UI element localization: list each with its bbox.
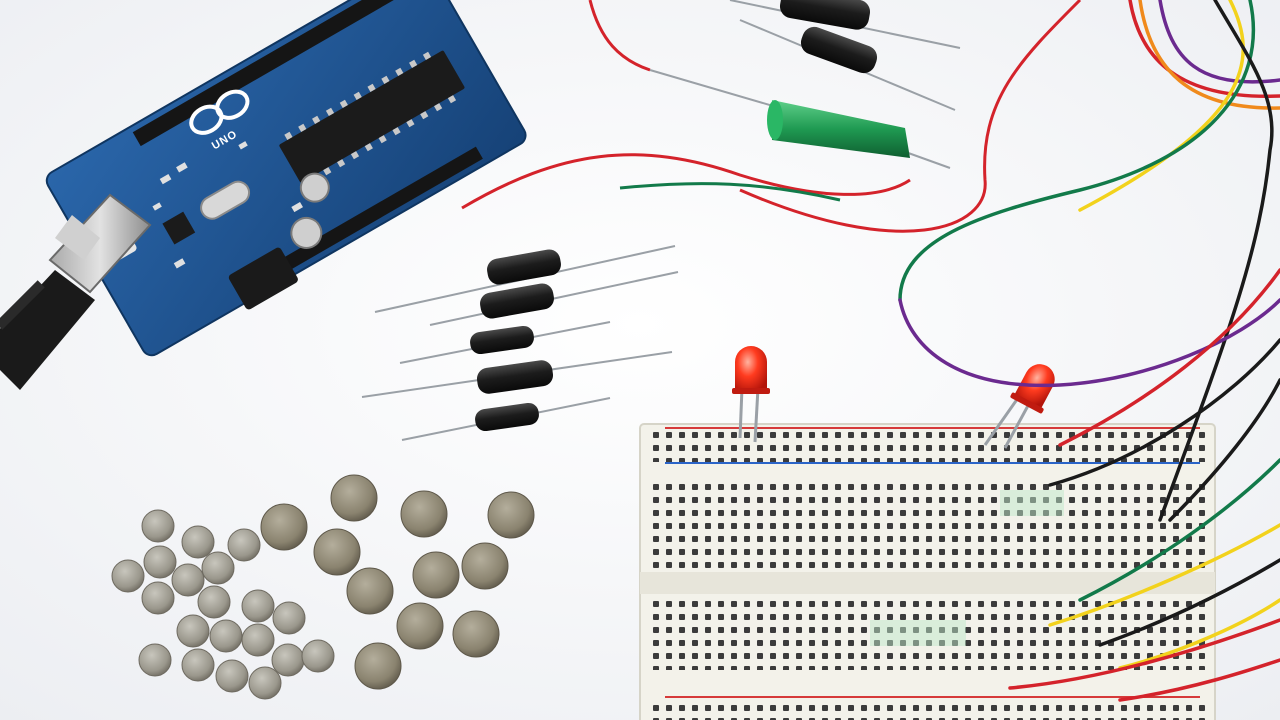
- breadboard: [639, 423, 1216, 720]
- green-capacitor: [588, 0, 951, 169]
- jumper-wire-red-mid: [461, 153, 911, 210]
- rail-bottom: [650, 700, 1205, 720]
- top-resistor-1: [729, 0, 961, 49]
- wire-bundle-right: [898, 0, 1280, 702]
- usb-cable: [0, 193, 152, 390]
- power-jack: [228, 247, 298, 310]
- resistor-2: [429, 271, 679, 326]
- jumper-wire-red-long: [739, 0, 1082, 233]
- pin-header-bottom: [250, 146, 483, 289]
- resistor-group: [361, 245, 679, 441]
- top-resistor-2: [739, 19, 956, 111]
- magnets-large: [260, 474, 535, 690]
- capacitor-2: [299, 172, 330, 203]
- led-red-2: [983, 364, 1055, 449]
- capacitor-1: [290, 216, 323, 249]
- arduino-board: UNO: [45, 0, 527, 357]
- center-channel: [640, 572, 1215, 594]
- terminal-block-upper: [650, 480, 1205, 568]
- pin-header-top: [132, 0, 401, 147]
- magnets-small: [111, 509, 335, 700]
- resistor-1: [374, 245, 676, 313]
- led-red-1: [732, 346, 770, 443]
- crystal-oscillator: [200, 180, 251, 220]
- rail-top: [650, 430, 1205, 462]
- resistor-3: [399, 321, 611, 364]
- resistor-4: [361, 351, 673, 398]
- jumper-wire-green-mid: [619, 182, 841, 202]
- resistor-5: [401, 397, 611, 441]
- microcontroller-chip: [279, 50, 465, 183]
- magnet-pile: [111, 474, 535, 700]
